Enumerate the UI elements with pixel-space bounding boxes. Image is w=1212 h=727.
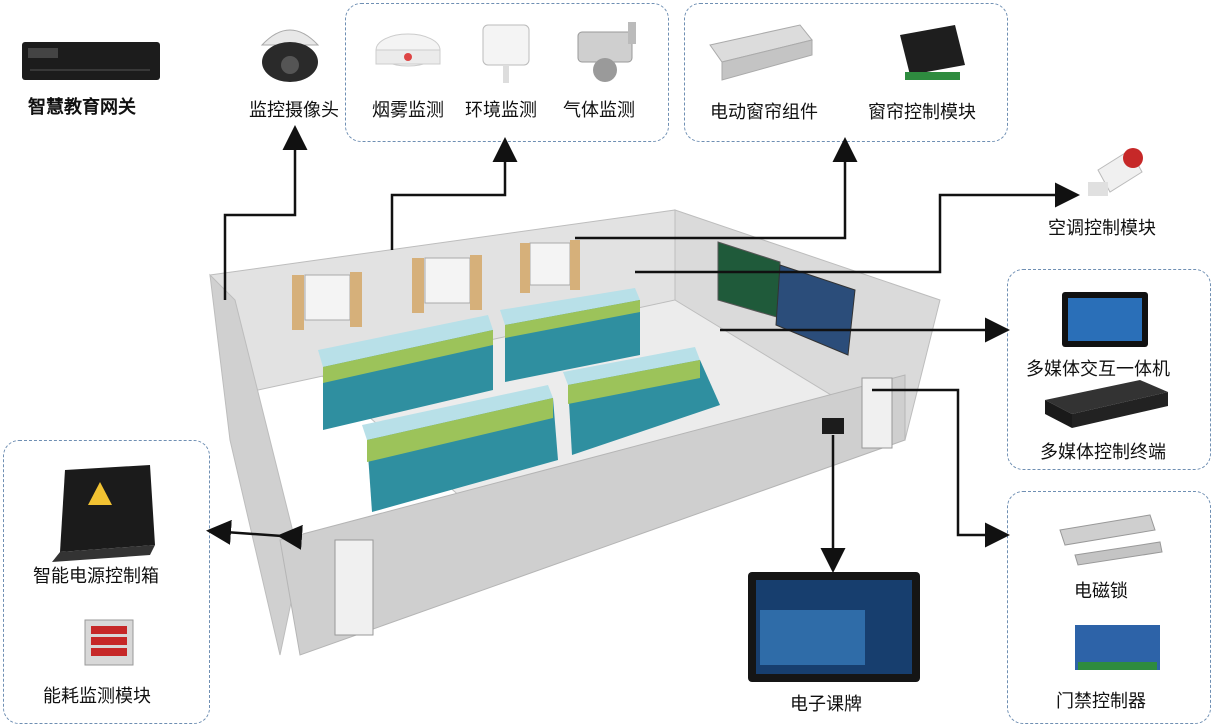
- curtain-label: 电动窗帘组件: [710, 102, 818, 123]
- smoke-detector-icon: [375, 33, 441, 67]
- class-board-icon: [748, 572, 920, 682]
- window-2: [412, 255, 482, 313]
- smart-display: [775, 264, 856, 356]
- energy-module-label: 能耗监测模块: [43, 686, 151, 707]
- desk-1: [318, 315, 493, 430]
- environment-label: 环境监测: [465, 100, 537, 121]
- magnetic-lock-icon: [1059, 514, 1163, 566]
- aircon-label: 空调控制模块: [1048, 218, 1156, 239]
- power-box-icon: [52, 465, 155, 562]
- control-module-icon: [900, 25, 965, 80]
- connection-arrows: [206, 125, 1080, 573]
- ac-controller-icon: [1088, 148, 1143, 196]
- gas-detector-icon: [577, 22, 636, 82]
- side-door: [861, 377, 893, 449]
- desk-2: [500, 288, 640, 382]
- window-1: [292, 272, 362, 330]
- multimedia-all-in-one-label: 多媒体交互一体机: [1026, 359, 1170, 380]
- desk-3: [362, 385, 558, 512]
- front-door: [334, 539, 374, 636]
- environment-sensor-icon: [482, 24, 530, 83]
- power-box-label: 智能电源控制箱: [33, 566, 159, 587]
- gas-label: 气体监测: [563, 100, 635, 121]
- rack-server-icon: [22, 42, 160, 80]
- classroom-left-wall: [209, 273, 301, 656]
- class-board-label: 电子课牌: [790, 694, 862, 715]
- dome-camera-icon: [260, 29, 320, 82]
- wall-class-board: [822, 418, 844, 434]
- touch-panel-icon: [1062, 292, 1148, 347]
- energy-meter-icon: [84, 619, 134, 666]
- window-3: [520, 240, 580, 293]
- camera-label: 监控摄像头: [249, 100, 339, 121]
- smoke-label: 烟雾监测: [372, 100, 444, 121]
- desk-4: [563, 347, 720, 455]
- multimedia-terminal-label: 多媒体控制终端: [1040, 442, 1166, 463]
- curtain-module-label: 窗帘控制模块: [868, 102, 976, 123]
- magnetic-lock-label: 电磁锁: [1074, 581, 1128, 602]
- access-controller-icon: [1075, 625, 1160, 670]
- classroom-front-wall: [279, 374, 906, 656]
- rack-terminal-icon: [1045, 380, 1168, 428]
- curtain-motor-icon: [709, 24, 813, 81]
- access-controller-label: 门禁控制器: [1056, 691, 1146, 712]
- gateway-label: 智慧教育网关: [28, 97, 136, 118]
